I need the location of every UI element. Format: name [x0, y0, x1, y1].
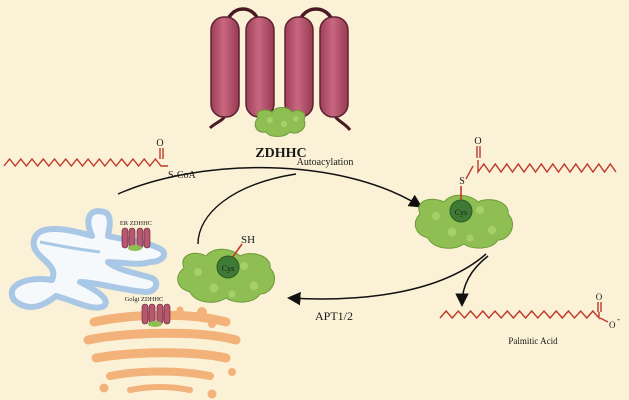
cys-residue-left [216, 255, 240, 279]
acyl-oxygen-label: O [474, 136, 481, 147]
helix-3 [284, 16, 314, 118]
er-zdhhc-label: ER ZDHHC [120, 220, 152, 227]
helix-1 [210, 16, 240, 118]
apt-label: APT1/2 [315, 309, 353, 323]
autoacylation-arrow [117, 166, 423, 208]
cys-label-right: Cys [455, 208, 467, 217]
free-protein [177, 243, 275, 303]
pa-anion-oxygen-label: O [609, 320, 616, 330]
endoplasmic-reticulum [8, 208, 168, 311]
cycle-connector [197, 173, 297, 245]
acylated-protein [414, 146, 617, 249]
release-arrow [455, 255, 489, 307]
golgi-zdhhc-mini [141, 303, 171, 327]
thiol-label: SH [241, 234, 255, 246]
er-zdhhc-mini [121, 227, 151, 251]
zdhhc-protein [208, 7, 352, 137]
helix-2 [245, 16, 275, 118]
carbonyl-oxygen-label: O [156, 138, 163, 149]
palmitoyl-coa [3, 148, 168, 168]
sulfur-label: S [459, 176, 465, 187]
dhhc-domain [254, 107, 306, 137]
cys-residue-right [449, 199, 473, 223]
zdhhc-label: ZDHHC [255, 146, 306, 161]
apt-arrow [287, 253, 487, 306]
cys-label-left: Cys [222, 264, 234, 273]
palmitic-acid [439, 302, 609, 323]
pa-charge-label: - [617, 314, 620, 324]
golgi-zdhhc-label: Golgi ZDHHC [125, 296, 164, 303]
palmitic-acid-label: Palmitic Acid [508, 336, 558, 346]
pa-carbonyl-oxygen-label: O [596, 292, 603, 302]
autoacylation-label: Autoacylation [297, 157, 354, 168]
helix-4 [319, 16, 349, 118]
